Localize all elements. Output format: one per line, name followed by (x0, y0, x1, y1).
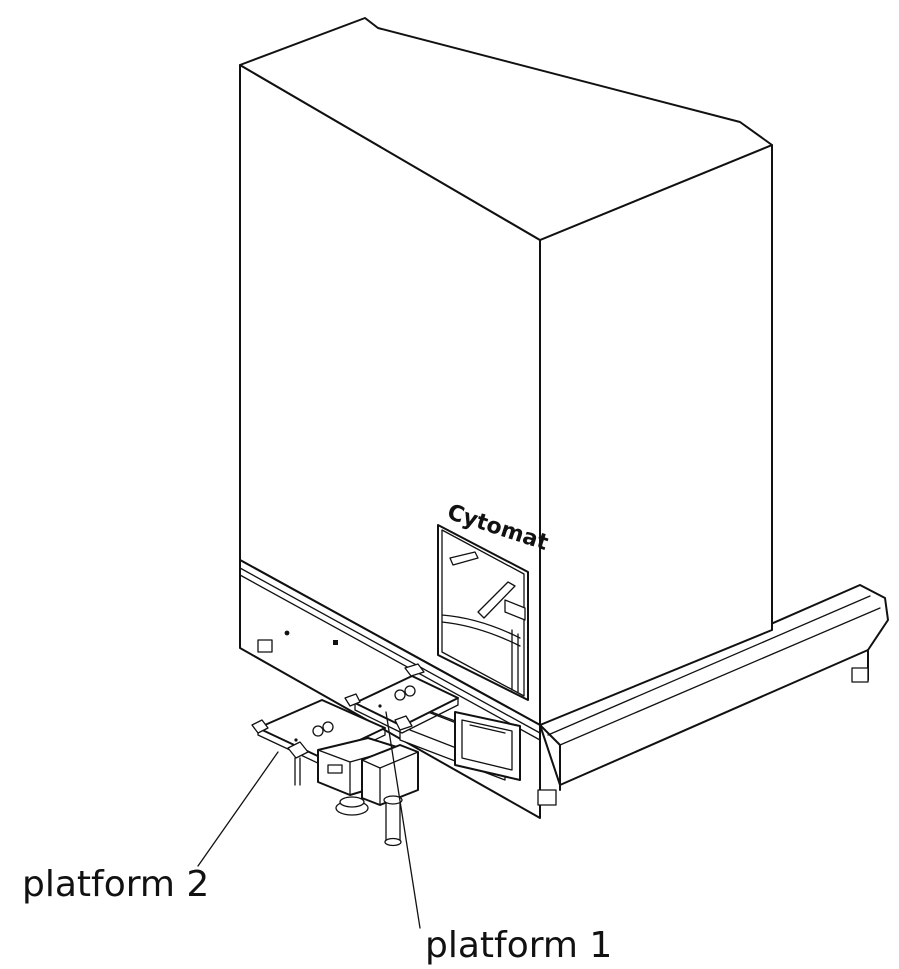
cabinet-right-face (539, 144, 773, 726)
base-plinth (539, 584, 889, 791)
transfer-station (251, 663, 521, 847)
platform-1-plate (344, 663, 459, 734)
callout-platform-1: platform 1 (425, 925, 612, 966)
leader-line-platform-2 (197, 751, 279, 867)
callout-platform-2: platform 2 (22, 864, 209, 905)
callout-leaders (197, 711, 421, 929)
cabinet-top-face (239, 17, 773, 241)
leader-line-platform-1 (385, 711, 421, 929)
drive-unit (317, 737, 419, 847)
feet (257, 639, 869, 806)
access-door: Cytomat (437, 500, 552, 701)
